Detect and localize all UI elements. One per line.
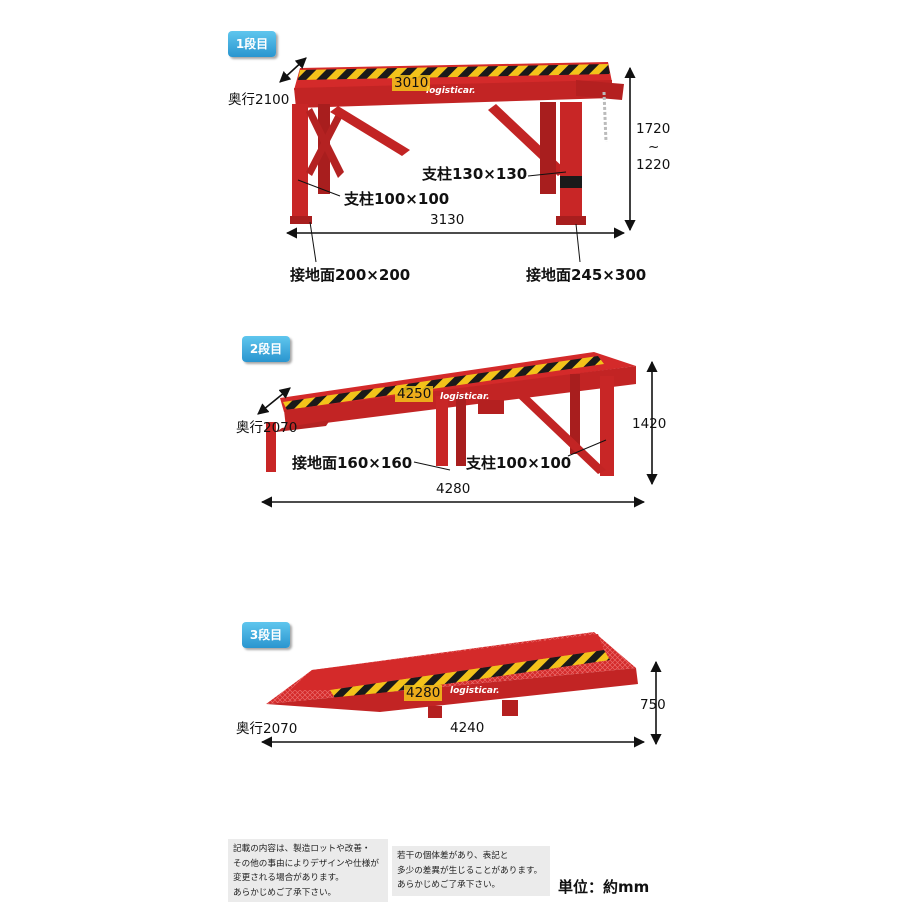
- section-3-tag: 3段目: [242, 622, 290, 648]
- ramp-2-bracket-1: [478, 400, 504, 414]
- ramp-2-leader-foot: [413, 461, 451, 471]
- section-3-logo: logisticar.: [450, 686, 500, 696]
- ramp-3-hazard-stripe: [330, 650, 610, 700]
- ramp-3-side-beam: [266, 668, 638, 712]
- section-3-base-length-label: 4240: [450, 720, 485, 736]
- section-2-tag: 2段目: [242, 336, 290, 362]
- ramp-1-right-post-back: [540, 102, 556, 194]
- section-2-deck-length-label: 4250: [395, 386, 434, 402]
- note-box-left: 記載の内容は、製造ロットや改善・ その他の事由によりデザインや仕様が 変更される…: [228, 839, 388, 902]
- ramp-1-depth-arrow: [279, 57, 307, 83]
- section-2-foot-label: 接地面160×160: [292, 454, 413, 472]
- note-box-right: 若干の個体差があり、表記と 多少の差異が生じることがあります。 あらかじめご了承…: [392, 846, 550, 896]
- ramp-1-leader-foot-large: [575, 223, 581, 263]
- ramp-2-leader-post: [567, 439, 607, 457]
- ramp-1-right-foot: [556, 216, 586, 225]
- section-2-post-label: 支柱100×100: [466, 454, 572, 472]
- section-3-deck-length-label: 4280: [404, 685, 443, 701]
- ramp-3-plate: [290, 634, 604, 690]
- section-1-foot-small-label: 接地面200×200: [290, 266, 411, 284]
- section-1-foot-large-label: 接地面245×300: [526, 266, 647, 284]
- ramp-2-depth-arrow: [257, 387, 291, 415]
- ramp-2-brace-left: [276, 420, 330, 432]
- section-3-height-label: 750: [640, 697, 666, 713]
- ramp-1-left-foot: [290, 216, 312, 224]
- unit-label: 単位：約mm: [558, 878, 650, 896]
- ramp-1-right-post: [560, 102, 582, 220]
- ramp-1-left-brace-2: [306, 110, 344, 176]
- ramp-1-leader-foot-small: [309, 221, 317, 263]
- ramp-2-brace: [512, 388, 606, 474]
- section-2-height-label: 1420: [632, 416, 667, 432]
- section-2-base-length-label: 4280: [436, 481, 471, 497]
- section-1-height-min-label: 1220: [636, 157, 671, 173]
- ramp-1-leader-post-large: [527, 171, 567, 177]
- section-1-deck-length-label: 3010: [392, 75, 431, 91]
- section-1-tag: 1段目: [228, 31, 276, 57]
- section-1-base-length-label: 3130: [430, 212, 465, 228]
- ramp-2-mid-leg: [436, 396, 448, 466]
- note-right-line: 多少の差異が生じることがあります。: [397, 865, 543, 876]
- note-left-line: あらかじめご了承下さい。: [233, 887, 337, 898]
- section-1-depth-label: 奥行2100: [228, 92, 290, 108]
- section-2-depth-label: 奥行2070: [236, 420, 298, 436]
- section-1-height-max-label: 1720: [636, 121, 671, 137]
- ramp-2-mid-leg-2: [456, 394, 466, 466]
- ramp-2-drawing: [257, 352, 658, 508]
- note-left-line: 変更される場合があります。: [233, 873, 344, 884]
- ramp-1-leader-post-small: [297, 179, 341, 197]
- ramp-1-post-band: [560, 176, 582, 188]
- section-1-logo: logisticar.: [426, 86, 476, 96]
- section-2-logo: logisticar.: [440, 392, 490, 402]
- ramp-2-hazard-stripe: [283, 356, 604, 410]
- ramp-1-front-beam: [294, 80, 612, 108]
- ramp-2-rear-leg: [600, 376, 614, 476]
- ramp-1-lip: [576, 80, 624, 100]
- ramp-3-drawing: [260, 632, 662, 748]
- ramp-1-left-leg-front: [292, 104, 308, 220]
- section-1-post-small-label: 支柱100×100: [344, 190, 450, 208]
- ramp-1-hazard-stripe: [298, 64, 610, 80]
- ramp-3-bracket-2: [502, 700, 518, 716]
- ramp-1-drawing: [279, 57, 636, 263]
- section-1-post-large-label: 支柱130×130: [422, 165, 528, 183]
- note-left-line: 記載の内容は、製造ロットや改善・: [233, 844, 371, 854]
- note-right-line: 若干の個体差があり、表記と: [397, 851, 509, 861]
- section-1-height-tilde: ~: [648, 139, 660, 155]
- ramp-1-mid-brace-left: [330, 106, 410, 156]
- section-3-depth-label: 奥行2070: [236, 721, 298, 737]
- ramp-2-rear-leg-back: [570, 374, 580, 454]
- ramp-2-front-leg: [266, 422, 276, 472]
- ramp-1-chain: [602, 91, 608, 143]
- ramp-3-bracket-1: [428, 706, 442, 718]
- note-left-line: その他の事由によりデザインや仕様が: [233, 858, 379, 869]
- note-right-line: あらかじめご了承下さい。: [397, 880, 501, 891]
